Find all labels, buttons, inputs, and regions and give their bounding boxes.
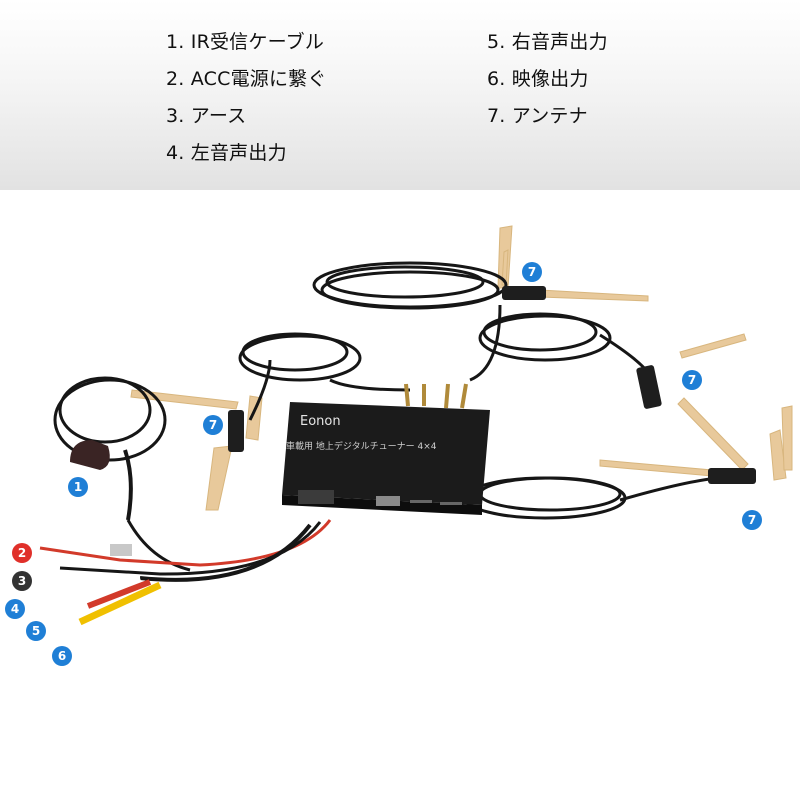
power-av-harness bbox=[39, 519, 332, 626]
legend-item-3: 3. アース bbox=[166, 105, 247, 127]
callout-6: 6 bbox=[52, 646, 72, 666]
legend-item-4: 4. 左音声出力 bbox=[166, 142, 287, 164]
antenna-film-group bbox=[130, 225, 793, 511]
legend-item-7: 7. アンテナ bbox=[487, 105, 588, 127]
callout-7-bottom: 7 bbox=[742, 510, 762, 530]
legend-panel: 1. IR受信ケーブル 2. ACC電源に繋ぐ 3. アース 4. 左音声出力 … bbox=[0, 0, 800, 190]
callout-7-top: 7 bbox=[522, 262, 542, 282]
antenna-amplifiers bbox=[228, 286, 756, 484]
callout-5: 5 bbox=[26, 621, 46, 641]
callout-7-left: 7 bbox=[203, 415, 223, 435]
callout-7-right: 7 bbox=[682, 370, 702, 390]
device-label: 車載用 地上デジタルチューナー 4×4 bbox=[286, 440, 437, 452]
product-photo: Eonon 車載用 地上デジタルチューナー 4×4 bbox=[39, 225, 793, 626]
callout-3: 3 bbox=[12, 571, 32, 591]
usb-port bbox=[376, 496, 400, 506]
ir-receiver bbox=[70, 440, 191, 572]
device-brand: Eonon bbox=[300, 414, 341, 429]
antenna-connectors bbox=[404, 383, 468, 409]
tuner-box: Eonon 車載用 地上デジタルチューナー 4×4 bbox=[282, 402, 490, 515]
callout-2: 2 bbox=[12, 543, 32, 563]
legend-item-1: 1. IR受信ケーブル bbox=[166, 31, 325, 53]
callout-4: 4 bbox=[5, 599, 25, 619]
legend-item-2: 2. ACC電源に繋ぐ bbox=[166, 68, 327, 90]
callout-1: 1 bbox=[68, 477, 88, 497]
antenna-cable-coils bbox=[53, 261, 721, 520]
legend-item-6: 6. 映像出力 bbox=[487, 68, 589, 90]
legend-item-5: 5. 右音声出力 bbox=[487, 31, 608, 53]
